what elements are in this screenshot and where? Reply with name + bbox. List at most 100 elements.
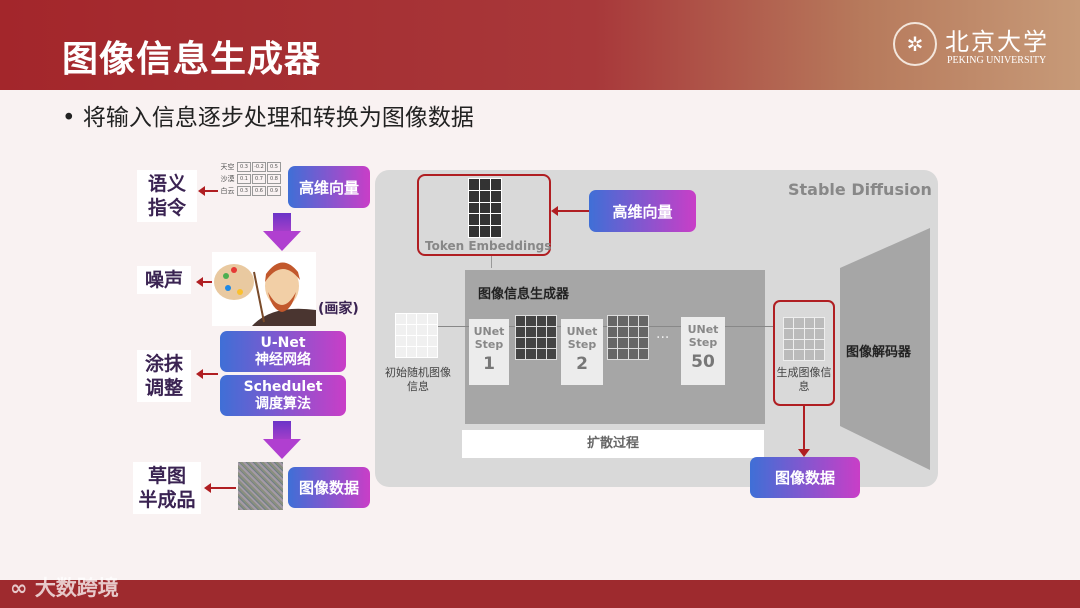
grid-cell [546,349,556,359]
page-title: 图像信息生成器 [62,39,322,80]
noise-label: 噪声 [137,266,191,294]
grid-cell [417,325,427,335]
grid-cell [491,179,501,190]
grid-cell [608,349,618,359]
grid-cell [469,202,479,214]
vector-button: 高维向量 [288,166,370,208]
arrow-left-icon [196,277,220,287]
grid-cell [427,336,437,346]
grid-cell [628,327,638,337]
connector-line [491,256,492,268]
grid-cell [536,338,546,348]
grid-cell [516,338,526,348]
grid-cell [546,316,556,326]
noise-image [238,462,283,510]
grid-cell [536,349,546,359]
arrow-left-icon [198,186,218,196]
decoder-label: 图像解码器 [846,345,912,360]
grid-cell [469,190,479,202]
grid-cell [804,318,814,328]
mini-table-value: 0.3 [237,162,251,172]
image-data-button: 图像数据 [288,467,370,508]
grid-cell [638,316,648,326]
bullet-text: 将输入信息逐步处理和转换为图像数据 [82,105,474,131]
grid-cell [794,339,804,350]
grid-cell [406,325,416,335]
latent-grid-2 [607,315,649,360]
scheduler-subtitle: 调度算法 [255,395,311,412]
unet-title: U-Net [260,334,306,351]
grid-cell [794,328,804,339]
arrow-left-icon [196,369,218,379]
vector-button-diagram: 高维向量 [589,190,696,232]
token-embeddings-box [417,174,551,256]
step-label: UNet Step [566,325,598,351]
step-number: 1 [483,354,495,374]
arrow-down-icon [263,421,301,459]
grid-cell [526,316,536,326]
diagram-title: Stable Diffusion [788,180,932,199]
grid-cell [417,336,427,346]
painter-label: (画家) [318,301,359,317]
grid-cell [469,179,479,190]
watermark-text: 大数跨境 [34,576,119,600]
grid-cell [480,202,490,214]
grid-cell [516,327,526,337]
arrow-left-icon [551,206,589,216]
initial-grid [395,313,438,358]
mini-table-value: 0.5 [267,162,281,172]
arrow-down-icon [263,213,301,251]
grid-cell [618,327,628,337]
generated-grid [783,317,825,361]
grid-cell [406,336,416,346]
mini-table-value: 0.9 [267,186,281,196]
grid-cell [638,327,648,337]
generated-label: 生成图像信息 [776,366,832,393]
grid-cell [638,349,648,359]
mini-table-word: 沙漠 [220,175,235,183]
grid-cell [784,350,794,360]
grid-cell [491,202,501,214]
grid-cell [516,349,526,359]
grid-cell [469,214,479,226]
grid-cell [546,327,556,337]
grid-cell [516,316,526,326]
grid-cell [480,190,490,202]
unet-subtitle: 神经网络 [255,351,311,368]
unet-step-2: UNet Step 2 [561,319,603,385]
token-label: Token Embeddings [425,239,552,253]
generator-title: 图像信息生成器 [478,287,570,302]
grid-cell [396,314,406,324]
scheduler-title: Schedulet [243,378,323,395]
grid-cell [417,314,427,324]
grid-cell [406,347,416,357]
seal-icon: ✲ [893,22,937,66]
grid-cell [608,316,618,326]
grid-cell [480,214,490,226]
grid-cell [480,179,490,190]
grid-cell [638,338,648,348]
grid-cell [794,350,804,360]
arrow-head-icon [798,449,810,457]
grid-cell [794,318,804,328]
mini-table-value: 0.7 [252,174,266,184]
initial-label: 初始随机图像信息 [385,366,451,393]
grid-cell [608,327,618,337]
grid-cell [546,338,556,348]
grid-cell [804,339,814,350]
smear-label: 涂抹 调整 [137,350,191,402]
step-number: 2 [576,354,588,374]
grid-cell [618,316,628,326]
grid-cell [417,347,427,357]
grid-cell [396,336,406,346]
grid-cell [427,347,437,357]
grid-cell [784,328,794,339]
mini-table-value: 0.6 [252,186,266,196]
grid-cell [618,338,628,348]
watermark: ∞ 大数跨境 [10,572,119,602]
grid-cell [784,318,794,328]
